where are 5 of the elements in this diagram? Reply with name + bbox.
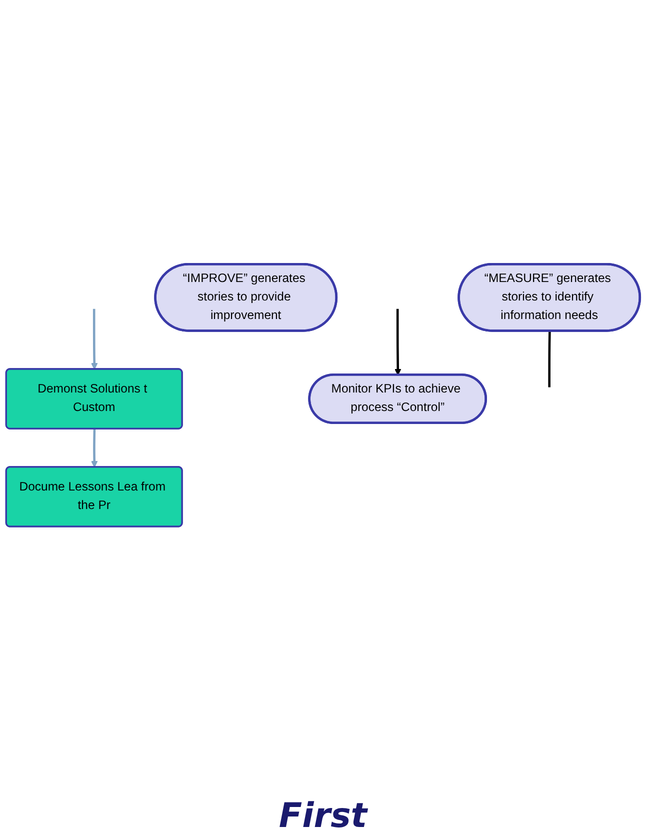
- arrow: [394, 308, 402, 376]
- title-text: First: [278, 796, 368, 836]
- connector: [548, 330, 551, 387]
- arrow: [91, 428, 98, 468]
- arrow: [91, 308, 98, 370]
